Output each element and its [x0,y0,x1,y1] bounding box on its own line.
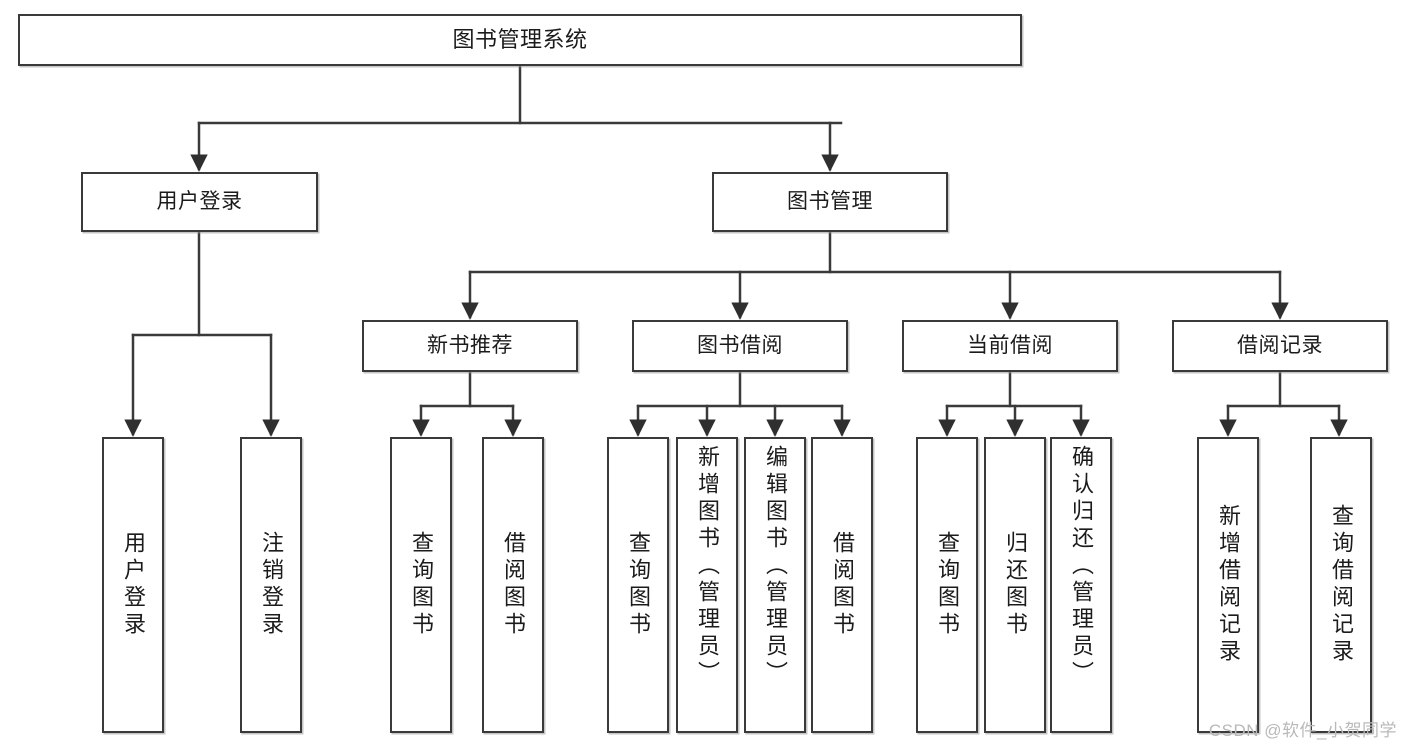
node-leaf-query-book-1-label: 查询图书 [409,531,434,639]
node-book-borrow[interactable]: 图书借阅 [632,320,848,372]
node-leaf-query-book-3-label: 查询图书 [935,531,960,639]
node-leaf-confirm-return-label: 确认归还（管理员） [1069,445,1094,688]
csdn-watermark: CSDN @软件_小贺同学 [1208,721,1397,740]
node-leaf-add-book[interactable]: 新增图书（管理员） [676,437,738,733]
node-leaf-add-book-label: 新增图书（管理员） [695,445,720,688]
node-leaf-add-record[interactable]: 新增借阅记录 [1197,437,1259,733]
node-leaf-user-login-label: 用户登录 [121,531,146,639]
node-leaf-borrow-book-2[interactable]: 借阅图书 [811,437,873,733]
node-leaf-return-book-label: 归还图书 [1003,531,1028,639]
node-leaf-borrow-book-1-label: 借阅图书 [501,531,526,639]
node-borrow-record[interactable]: 借阅记录 [1172,320,1388,372]
node-root-label: 图书管理系统 [452,27,588,53]
node-leaf-add-record-label: 新增借阅记录 [1216,504,1241,666]
node-leaf-edit-book-label: 编辑图书（管理员） [763,445,788,688]
node-leaf-query-record-label: 查询借阅记录 [1329,504,1354,666]
node-book-borrow-label: 图书借阅 [697,333,783,357]
node-current-borrow-label: 当前借阅 [967,333,1053,357]
node-leaf-query-book-2[interactable]: 查询图书 [607,437,669,733]
node-book-manage-label: 图书管理 [787,189,873,213]
node-leaf-query-book-2-label: 查询图书 [626,531,651,639]
node-leaf-return-book[interactable]: 归还图书 [984,437,1046,733]
node-leaf-borrow-book-1[interactable]: 借阅图书 [482,437,544,733]
node-user-login[interactable]: 用户登录 [81,172,318,232]
node-leaf-borrow-book-2-label: 借阅图书 [830,531,855,639]
node-root[interactable]: 图书管理系统 [18,14,1022,66]
node-leaf-user-login[interactable]: 用户登录 [102,437,164,733]
node-leaf-query-book-1[interactable]: 查询图书 [390,437,452,733]
node-borrow-record-label: 借阅记录 [1237,333,1323,357]
node-leaf-query-record[interactable]: 查询借阅记录 [1310,437,1372,733]
node-user-login-label: 用户登录 [156,189,243,213]
node-leaf-confirm-return[interactable]: 确认归还（管理员） [1050,437,1112,733]
node-new-book-rec[interactable]: 新书推荐 [362,320,578,372]
node-current-borrow[interactable]: 当前借阅 [902,320,1118,372]
node-book-manage[interactable]: 图书管理 [712,172,948,232]
node-new-book-rec-label: 新书推荐 [427,333,513,357]
node-leaf-user-logout-label: 注销登录 [259,531,284,639]
node-leaf-query-book-3[interactable]: 查询图书 [916,437,978,733]
node-leaf-edit-book[interactable]: 编辑图书（管理员） [744,437,806,733]
node-leaf-user-logout[interactable]: 注销登录 [240,437,302,733]
